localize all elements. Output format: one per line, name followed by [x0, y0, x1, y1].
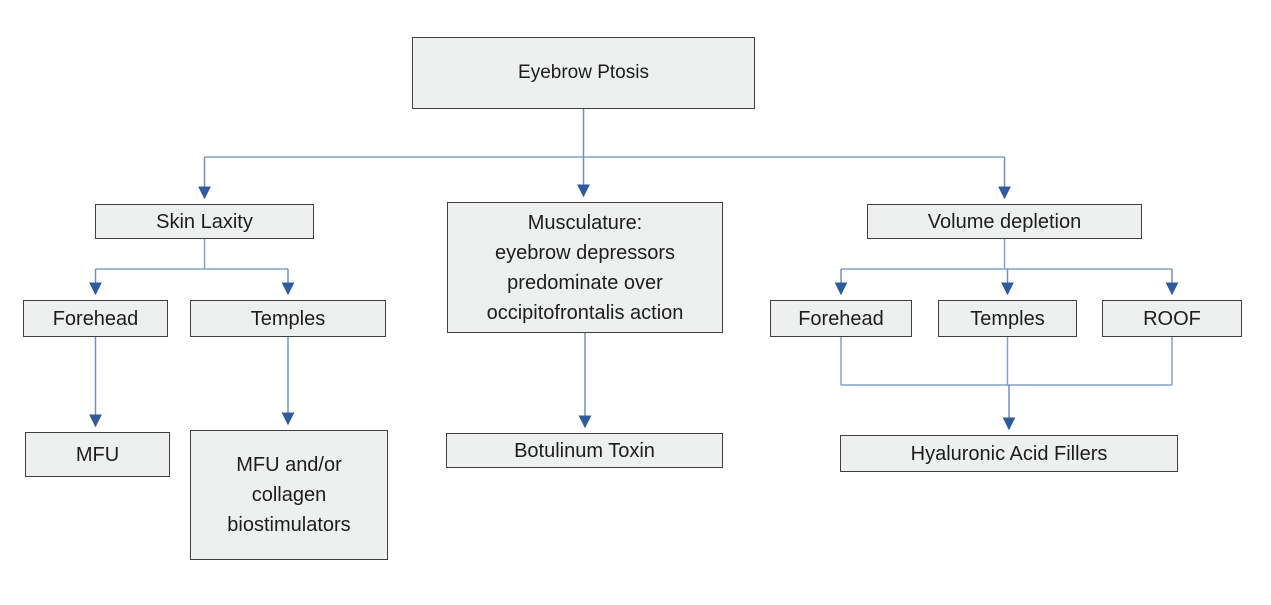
- node-forehead-skin-laxity: Forehead: [23, 300, 168, 337]
- node-hyaluronic-acid-fillers: Hyaluronic Acid Fillers: [840, 435, 1178, 472]
- node-eyebrow-ptosis-label: Eyebrow Ptosis: [518, 61, 649, 83]
- node-volume-depletion: Volume depletion: [867, 204, 1142, 239]
- node-roof-label: ROOF: [1143, 307, 1201, 330]
- node-temples-skin-laxity-label: Temples: [250, 307, 326, 330]
- node-musculature-label: Musculature: eyebrow depressors predomin…: [486, 211, 684, 324]
- node-forehead-volume-label: Forehead: [798, 307, 884, 330]
- node-forehead-volume: Forehead: [770, 300, 912, 337]
- node-roof: ROOF: [1102, 300, 1242, 337]
- node-skin-laxity: Skin Laxity: [95, 204, 314, 239]
- node-mfu: MFU: [25, 432, 170, 477]
- node-eyebrow-ptosis: Eyebrow Ptosis: [412, 37, 755, 109]
- node-temples-volume-label: Temples: [970, 307, 1045, 330]
- node-hyaluronic-acid-fillers-label: Hyaluronic Acid Fillers: [910, 442, 1108, 465]
- node-mfu-label: MFU: [75, 443, 120, 466]
- node-botulinum-toxin: Botulinum Toxin: [446, 433, 723, 468]
- node-forehead-skin-laxity-label: Forehead: [52, 307, 139, 330]
- node-botulinum-toxin-label: Botulinum Toxin: [514, 439, 655, 462]
- node-musculature: Musculature: eyebrow depressors predomin…: [447, 202, 723, 333]
- node-temples-skin-laxity: Temples: [190, 300, 386, 337]
- node-mfu-collagen-biostimulators: MFU and/or collagen biostimulators: [190, 430, 388, 560]
- node-temples-volume: Temples: [938, 300, 1077, 337]
- node-mfu-collagen-biostimulators-label: MFU and/or collagen biostimulators: [227, 454, 351, 536]
- node-skin-laxity-label: Skin Laxity: [156, 210, 253, 233]
- node-volume-depletion-label: Volume depletion: [927, 210, 1082, 233]
